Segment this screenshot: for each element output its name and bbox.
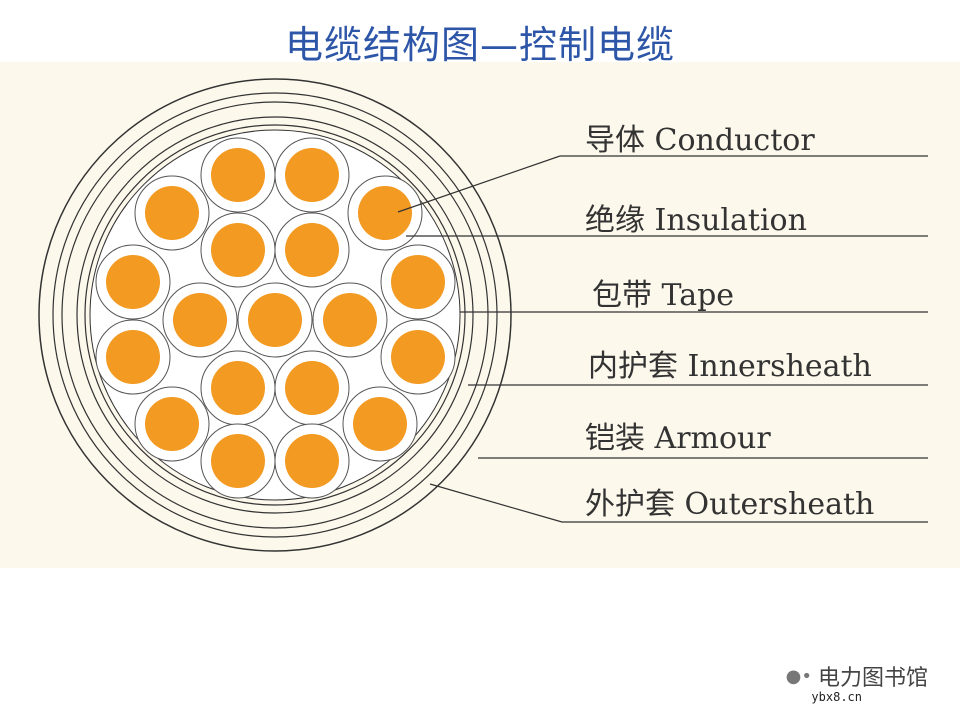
conductor-3	[145, 186, 199, 240]
conductor-16	[145, 397, 199, 451]
conductor-12	[106, 330, 160, 384]
label-innersheath: 内护套 Innersheath	[588, 349, 872, 384]
tape-ring	[84, 124, 466, 506]
conductor-4	[358, 186, 412, 240]
conductor-14	[211, 361, 265, 415]
watermark-name: 电力图书馆	[817, 666, 928, 691]
conductor-5	[211, 223, 265, 277]
conductor-7	[106, 255, 160, 309]
conductor-13	[391, 330, 445, 384]
conductor-18	[211, 434, 265, 488]
conductor-1	[211, 148, 265, 202]
conductor-8	[391, 255, 445, 309]
conductor-cores	[95, 137, 456, 499]
outersheath-inner-ring	[52, 92, 498, 538]
page-title: 电缆结构图—控制电缆	[284, 23, 675, 67]
wechat-icon: ●•	[785, 665, 812, 687]
leader-line-outersheath	[429, 483, 563, 523]
conductor-15	[285, 361, 339, 415]
label-tape: 包带 Tape	[592, 278, 734, 313]
watermark: ●• 电力图书馆	[786, 660, 928, 692]
innersheath-ring	[76, 116, 474, 514]
conductor-17	[353, 397, 407, 451]
leader-lines	[397, 155, 928, 523]
layer-labels: 导体 Conductor 绝缘 Insulation 包带 Tape 内护套 I…	[585, 123, 874, 522]
leader-line-conductor	[397, 155, 561, 213]
label-insulation: 绝缘 Insulation	[585, 203, 807, 238]
watermark-site: ybx8.cn	[811, 690, 862, 704]
armour-ring	[61, 101, 489, 529]
conductor-19	[285, 434, 339, 488]
conductor-6	[285, 223, 339, 277]
conductor-9	[173, 293, 227, 347]
conductor-11	[323, 293, 377, 347]
label-outersheath: 外护套 Outersheath	[585, 487, 874, 522]
conductor-10	[248, 293, 302, 347]
label-conductor: 导体 Conductor	[585, 123, 815, 158]
label-armour: 铠装 Armour	[585, 421, 771, 456]
conductor-2	[285, 148, 339, 202]
